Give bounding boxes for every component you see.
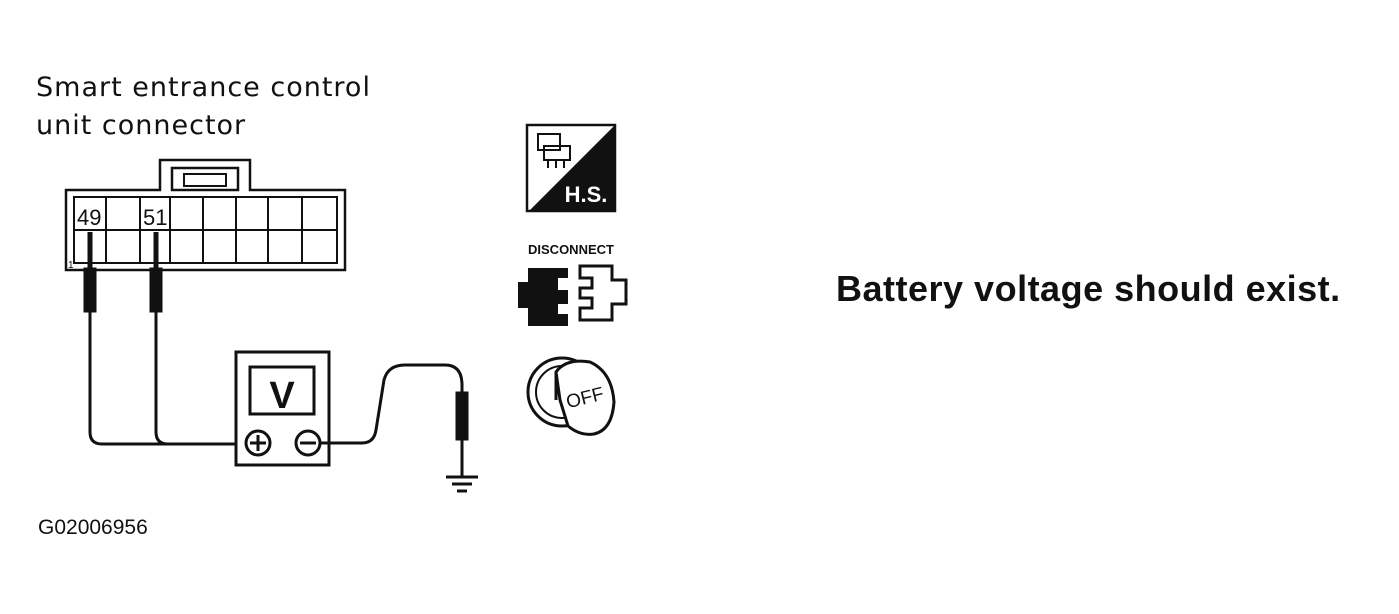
pin-label-49: 49 (77, 205, 101, 230)
ground-symbol-icon (446, 475, 478, 493)
voltmeter: V (234, 350, 331, 467)
result-statement: Battery voltage should exist. (836, 268, 1341, 309)
ground-lead (320, 363, 469, 476)
ground-probe (455, 391, 469, 441)
connector-latch-slot (183, 173, 227, 187)
harness-side-icon: H.S. (525, 123, 617, 213)
disconnect-label: DISCONNECT (528, 242, 614, 257)
figure-id: G02006956 (38, 516, 148, 539)
voltmeter-display (248, 365, 316, 416)
pin-label-51: 51 (143, 205, 167, 230)
connector-title-line1: Smart entrance control (36, 72, 371, 103)
probe-leads (83, 232, 240, 446)
connector (64, 158, 347, 272)
ignition-key-off-icon: OFF (526, 356, 616, 436)
probe-51 (149, 267, 163, 313)
pin-label-corner: 1 (68, 260, 74, 271)
connector-title-line2: unit connector (36, 110, 247, 141)
connector-latch (170, 166, 240, 192)
voltmeter-label: V (269, 375, 295, 417)
probe-49 (83, 267, 97, 313)
disconnect-connector-icon: DISCONNECT (518, 242, 628, 326)
harness-side-label: H.S. (565, 182, 608, 207)
connector-housing (64, 158, 347, 272)
